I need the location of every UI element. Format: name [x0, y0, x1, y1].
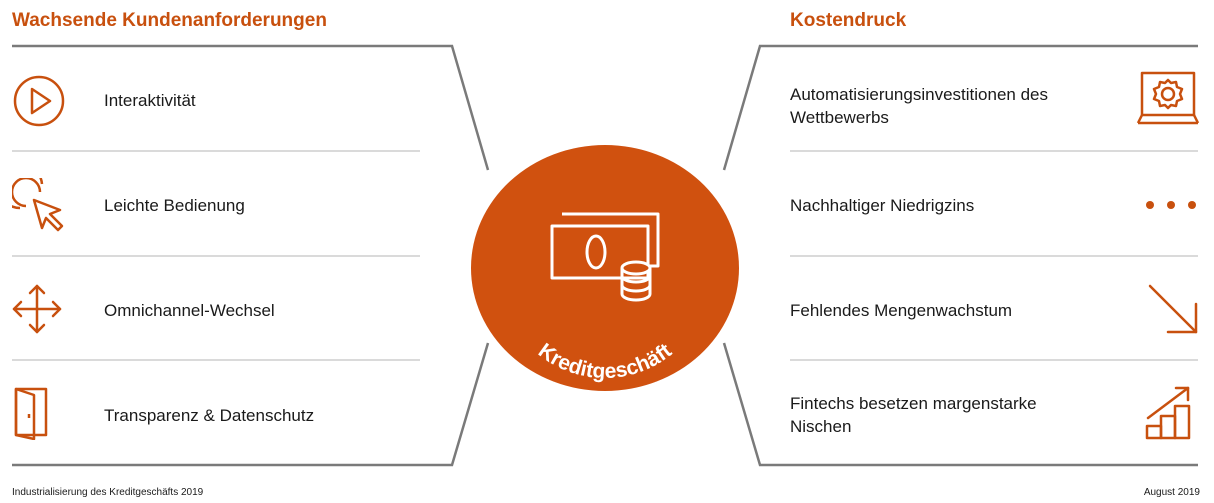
left-item-label: Omnichannel-Wechsel	[104, 301, 275, 320]
left-item-label: Interaktivität	[104, 91, 196, 110]
arrow-down-right-icon	[1148, 284, 1198, 334]
right-item-label: Fehlendes Mengenwachstum	[790, 301, 1013, 320]
left-item-label: Leichte Bedienung	[104, 196, 245, 215]
play-icon	[13, 75, 65, 127]
left-bottom-bracket-line	[12, 342, 490, 467]
right-top-bracket-line	[722, 44, 1198, 171]
center-label: Kreditgeschäft	[534, 339, 676, 383]
laptop-gear-icon	[1136, 71, 1200, 125]
svg-text:Kreditgeschäft: Kreditgeschäft	[534, 339, 676, 383]
money-coins-icon	[550, 212, 660, 302]
door-icon	[14, 387, 48, 440]
move-arrows-icon	[12, 284, 62, 334]
left-heading: Wachsende Kundenanforderungen	[12, 10, 327, 31]
right-item-label: Fintechs besetzen margenstarke Nischen	[790, 394, 1037, 436]
right-heading: Kostendruck	[790, 10, 907, 31]
center-circle	[471, 145, 739, 391]
right-item-label: Automatisierungsinvestitionen des Wettbe…	[790, 85, 1048, 127]
left-item-label: Transparenz & Datenschutz	[104, 406, 315, 425]
dots-icon	[1146, 201, 1196, 209]
footer-left: Industrialisierung des Kreditgeschäfts 2…	[12, 487, 204, 498]
left-top-bracket-line	[12, 44, 490, 171]
cursor-click-icon	[12, 178, 64, 232]
footer-right: August 2019	[1143, 487, 1200, 498]
growth-chart-icon	[1145, 386, 1191, 440]
right-item-label: Nachhaltiger Niedrigzins	[790, 196, 975, 215]
right-bottom-bracket-line	[722, 342, 1198, 467]
